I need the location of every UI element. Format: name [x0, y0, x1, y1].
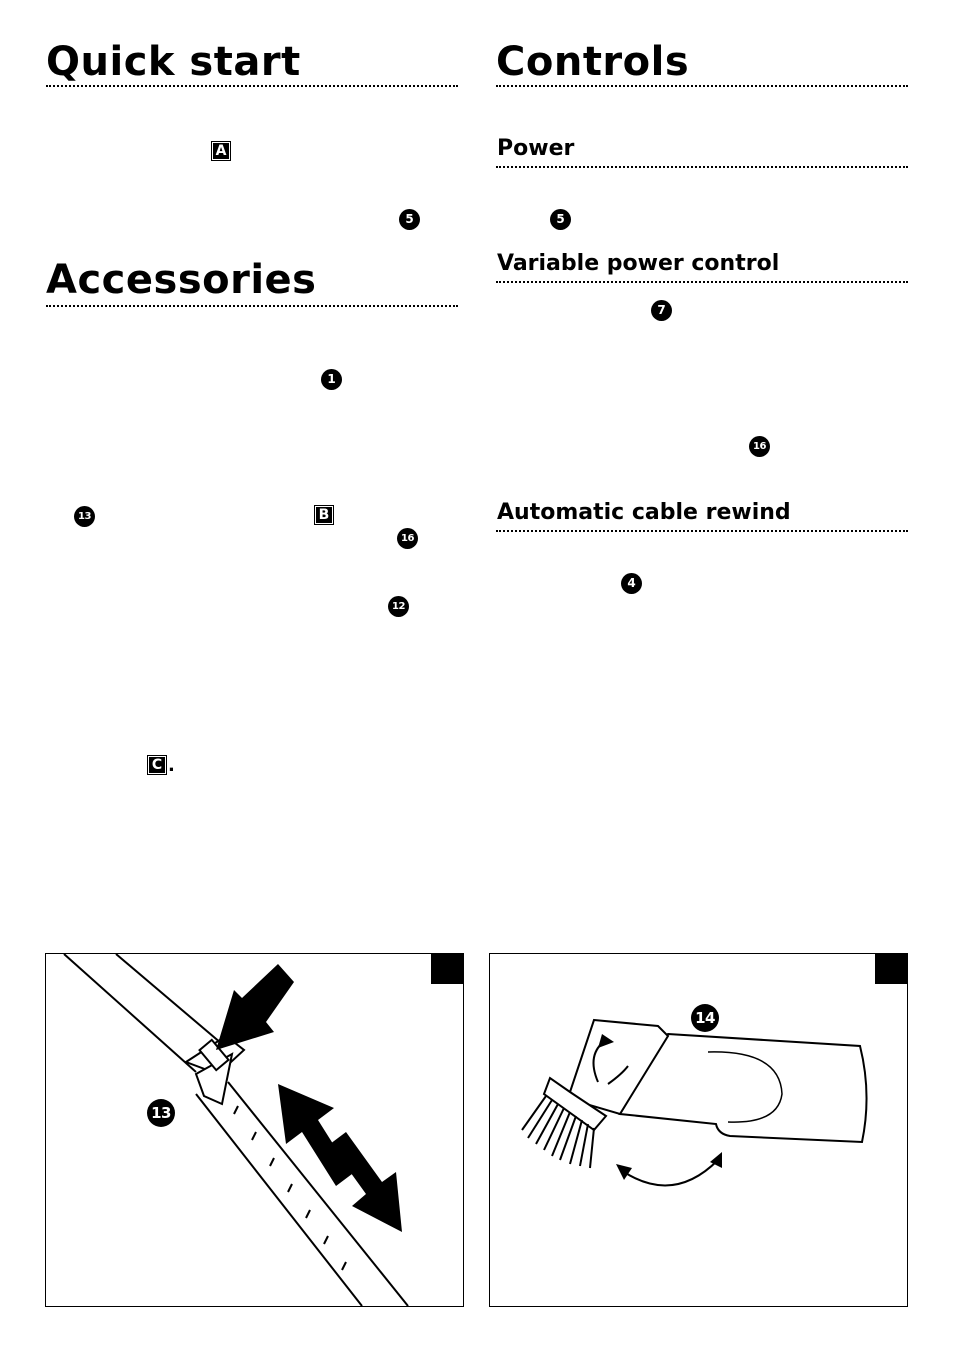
marker-5-quick-start: 5 — [399, 209, 420, 230]
marker-4: 4 — [621, 573, 642, 594]
variable-power-heading: Variable power control — [497, 251, 780, 276]
marker-a: A — [211, 141, 231, 161]
marker-13: 13 — [74, 506, 95, 527]
marker-c-period: . — [168, 755, 175, 776]
figure-b-telescopic-tube: 13 — [45, 953, 464, 1307]
figure-b-corner-tab — [431, 954, 463, 984]
controls-divider — [496, 85, 908, 87]
accessories-title: Accessories — [46, 257, 317, 303]
marker-c: C — [147, 755, 167, 775]
figure-c-callout-14: 14 — [691, 1004, 719, 1032]
figure-c-corner-tab — [875, 954, 907, 984]
telescopic-tube-illustration — [63, 954, 409, 1306]
figure-b-callout-13: 13 — [147, 1099, 175, 1127]
marker-16-accessories: 16 — [397, 528, 418, 549]
controls-title: Controls — [496, 39, 690, 85]
marker-1: 1 — [321, 369, 342, 390]
marker-5-power: 5 — [550, 209, 571, 230]
accessories-divider — [46, 305, 458, 307]
cable-rewind-divider — [496, 530, 908, 532]
marker-12: 12 — [388, 596, 409, 617]
figure-c-crevice-tool: 14 — [489, 953, 908, 1307]
quick-start-divider — [46, 85, 458, 87]
quick-start-title: Quick start — [46, 39, 301, 85]
power-heading: Power — [497, 136, 575, 161]
crevice-tool-illustration — [521, 1018, 868, 1187]
cable-rewind-heading: Automatic cable rewind — [497, 500, 791, 525]
power-divider — [496, 166, 908, 168]
marker-16-variable: 16 — [749, 436, 770, 457]
variable-power-divider — [496, 281, 908, 283]
marker-7: 7 — [651, 300, 672, 321]
marker-b: B — [314, 505, 334, 525]
